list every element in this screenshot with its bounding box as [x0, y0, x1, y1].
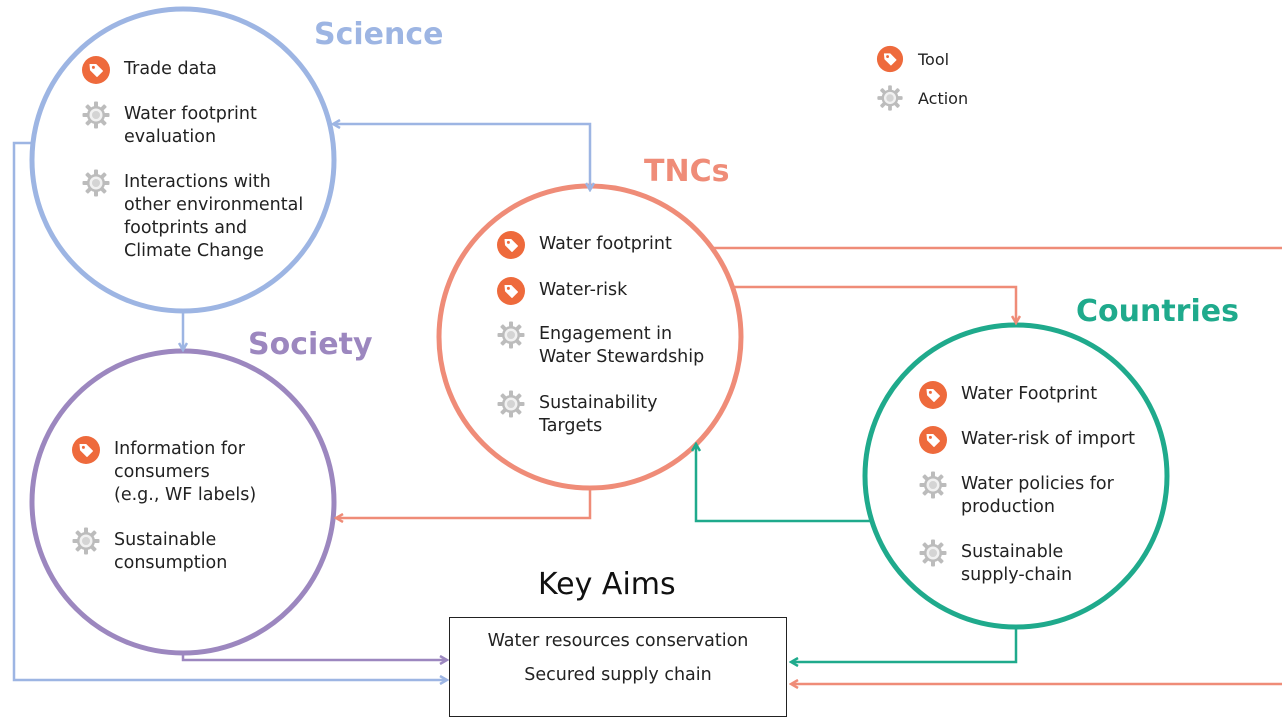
key-aim-2: Secured supply chain [524, 665, 712, 685]
science-item-3: Interactions with other environmental fo… [81, 171, 303, 263]
tncs-item-1-text: Water footprint [539, 234, 672, 254]
countries-item-2-text: Water-risk of import [961, 429, 1136, 449]
gear-icon [81, 100, 111, 130]
arrow-tncs-countries [734, 285, 1016, 323]
society-item-1-text: Information for consumers (e.g., WF labe… [114, 439, 257, 505]
science-circle [29, 6, 337, 314]
tncs-item-4: Sustainability Targets [496, 392, 658, 438]
science-item-3-text: Interactions with other environmental fo… [124, 172, 304, 261]
countries-item-3-text: Water policies for production [961, 474, 1114, 517]
science-item-2: Water footprint evaluation [81, 103, 257, 149]
society-item-2: Sustainable consumption [71, 529, 227, 575]
countries-item-3: Water policies for production [918, 473, 1114, 519]
arrow-science-aims [12, 141, 447, 680]
arrow-tncs-society [336, 488, 592, 518]
tncs-item-3: Engagement in Water Stewardship [496, 323, 704, 369]
gear-icon [71, 526, 101, 556]
tag-icon [81, 55, 111, 85]
gear-icon [876, 84, 904, 112]
tncs-item-2: Water-risk [496, 279, 627, 306]
science-item-1-text: Trade data [124, 59, 217, 79]
gear-icon [496, 389, 526, 419]
countries-item-1: Water Footprint [918, 383, 1097, 410]
legend-action-label: Action [918, 88, 969, 108]
tag-icon [918, 425, 948, 455]
gear-icon [918, 470, 948, 500]
connector-arrows [12, 6, 1282, 701]
tag-icon [876, 45, 904, 73]
arrow-countries-aims [791, 627, 1018, 662]
legend-action: Action [876, 84, 968, 112]
countries-title: Countries [1076, 294, 1239, 329]
tncs-item-2-text: Water-risk [539, 280, 628, 300]
tncs-item-4-text: Sustainability Targets [539, 393, 658, 436]
gear-icon [81, 168, 111, 198]
legend-tool-label: Tool [918, 49, 950, 69]
countries-item-2: Water-risk of import [918, 428, 1135, 455]
society-item-1: Information for consumers (e.g., WF labe… [71, 438, 256, 507]
tag-icon [918, 380, 948, 410]
tag-icon [496, 276, 526, 306]
arrow-countries-tncs [696, 444, 871, 523]
countries-item-4: Sustainable supply-chain [918, 541, 1072, 587]
arrow-science-tncs [333, 124, 590, 190]
key-aims-box: Water resources conservation Secured sup… [449, 617, 787, 717]
legend-tool: Tool [876, 45, 949, 73]
gear-icon [496, 320, 526, 350]
tncs-item-3-text: Engagement in Water Stewardship [539, 324, 705, 367]
key-aim-1: Water resources conservation [487, 631, 749, 651]
countries-item-1-text: Water Footprint [961, 384, 1098, 404]
tncs-title: TNCs [644, 154, 730, 189]
science-item-2-text: Water footprint evaluation [124, 104, 257, 147]
tag-icon [496, 230, 526, 260]
gear-icon [918, 538, 948, 568]
tncs-item-1: Water footprint [496, 233, 672, 260]
countries-item-4-text: Sustainable supply-chain [961, 542, 1073, 585]
tag-icon [71, 435, 101, 465]
science-title: Science [314, 17, 444, 52]
key-aims-title: Key Aims [538, 567, 676, 602]
society-title: Society [248, 327, 373, 362]
society-item-2-text: Sustainable consumption [114, 530, 228, 573]
science-item-1: Trade data [81, 58, 217, 85]
arrow-society-aims [181, 653, 447, 660]
